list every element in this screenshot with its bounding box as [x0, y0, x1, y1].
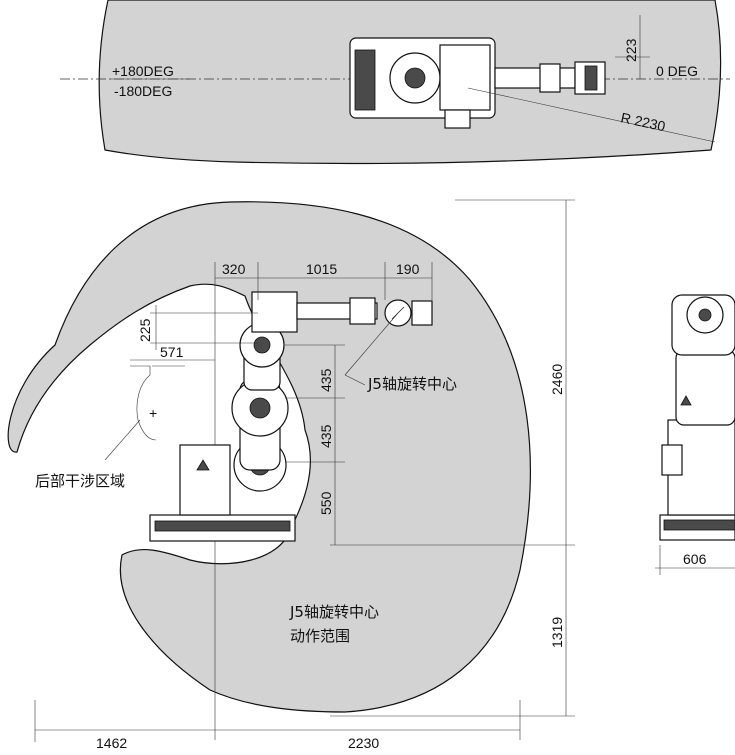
dim-190: 190 — [396, 261, 420, 277]
angle-plus-180-label: +180DEG — [112, 63, 174, 79]
dim-2230: 2230 — [348, 735, 379, 751]
dim-435-upper: 435 — [318, 368, 334, 392]
side-view-robot — [149, 291, 433, 542]
rear-interference-outline — [130, 365, 157, 441]
rear-interference-label: 后部干涉区域 — [35, 472, 125, 490]
dim-550: 550 — [318, 491, 334, 515]
dim-2460: 2460 — [549, 364, 565, 395]
rear-center-mark: + — [149, 405, 157, 421]
j5-range-label-line1: J5轴旋转中心 — [289, 603, 379, 621]
top-view: 223 +180DEG -180DEG 0 DEG R 2230 — [60, 0, 730, 165]
angle-minus-180-label: -180DEG — [114, 83, 172, 99]
top-view-robot — [349, 37, 606, 129]
j5-range-label-line2: 动作范围 — [290, 627, 350, 645]
dim-320: 320 — [222, 261, 246, 277]
dim-571: 571 — [160, 344, 184, 360]
dim-606: 606 — [683, 551, 707, 567]
dim-1015: 1015 — [306, 261, 337, 277]
dim-1319: 1319 — [549, 617, 565, 648]
j5-center-label: J5轴旋转中心 — [367, 375, 457, 393]
front-view: 606 — [655, 294, 735, 575]
front-view-robot — [659, 294, 735, 541]
dim-435-lower: 435 — [318, 424, 334, 448]
side-view: 320 1015 190 225 571 + J5轴旋转中心 后部干涉区域 43… — [7, 199, 575, 751]
dim-225: 225 — [137, 318, 153, 342]
dim-1462: 1462 — [96, 735, 127, 751]
radius-line — [467, 87, 716, 143]
side-view-work-area — [7, 201, 531, 713]
angle-zero-label: 0 DEG — [656, 63, 698, 79]
dim-223: 223 — [623, 38, 639, 62]
